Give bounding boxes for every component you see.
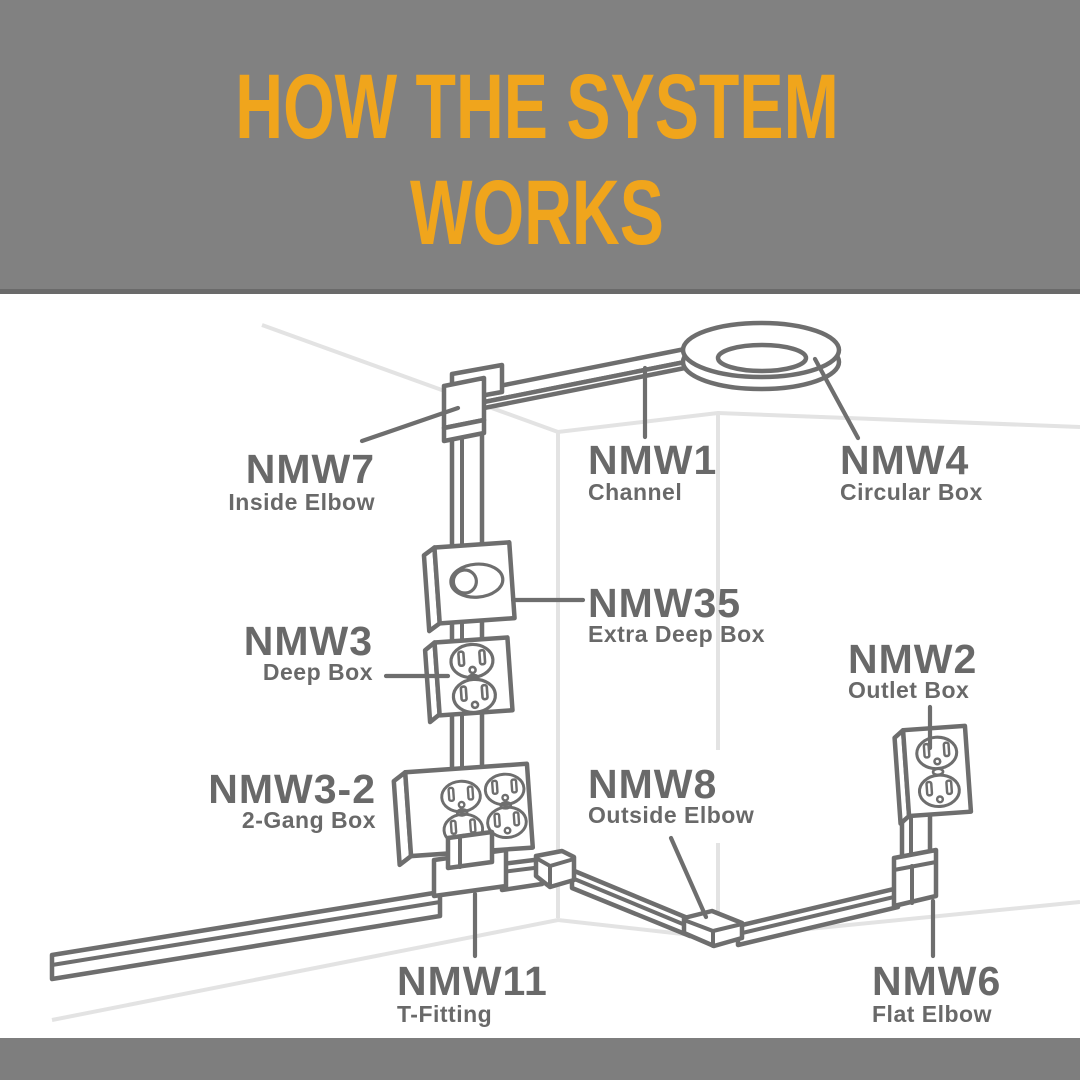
baseboard-corner-run-seam: [570, 876, 692, 929]
extra-deep-box-front: [432, 540, 517, 626]
label-nmw2-name: Outlet Box: [848, 677, 969, 703]
baseboard-right-seam: [736, 894, 900, 936]
inside-elbow: [441, 362, 505, 444]
leader-nmw8: [668, 835, 709, 920]
outside-elbow-body: [681, 908, 745, 949]
extra-deep-box: [421, 540, 517, 634]
label-nmw1-name: Channel: [588, 479, 682, 505]
receptacle-icon: [439, 778, 483, 815]
label-nmw2-code: NMW2: [848, 636, 977, 682]
flat-elbow-body: [891, 847, 939, 909]
t-fitting-stub: [445, 829, 495, 871]
receptacle-icon: [450, 676, 499, 716]
circular-box: [680, 320, 842, 392]
page-title-line2: WORKS: [410, 160, 664, 263]
receptacle-icon: [914, 734, 960, 772]
corner-fitting: [533, 848, 577, 890]
leader-lines: [359, 356, 936, 959]
receptacle-icon: [448, 641, 496, 681]
label-nmw6-name: Flat Elbow: [872, 1001, 992, 1027]
corner-fitting-body: [533, 848, 577, 890]
room-outline: [51, 323, 1080, 1022]
inside-elbow-cap: [441, 417, 487, 444]
outlet-box: [892, 723, 974, 826]
leader-nmw4: [812, 356, 861, 441]
label-nmw6-code: NMW6: [872, 958, 1001, 1004]
receptacle-icon: [482, 771, 527, 808]
label-nmw11-code: NMW11: [397, 958, 548, 1004]
label-nmw7-code: NMW7: [246, 446, 375, 492]
label-nmw11-name: T-Fitting: [397, 1001, 492, 1027]
flat-elbow: [891, 847, 939, 909]
control-knob-icon: [451, 568, 478, 595]
label-nmw35-code: NMW35: [588, 580, 741, 626]
label-nmw4-name: Circular Box: [840, 479, 983, 505]
label-nmw35-name: Extra Deep Box: [588, 621, 765, 647]
t-fitting: [431, 829, 509, 899]
deep-box: [422, 635, 515, 725]
baseboard-channel-left: [49, 889, 443, 982]
header-band: [0, 0, 1080, 289]
label-nmw3-code: NMW3: [244, 618, 373, 664]
outside-elbow: [681, 908, 745, 949]
label-nmw8-name: Outside Elbow: [588, 802, 754, 828]
ceiling-edge: [261, 323, 1080, 435]
control-oval-icon: [449, 562, 505, 599]
flat-elbow-seam-h: [892, 860, 938, 872]
label-nmw3-2-code: NMW3-2: [208, 766, 376, 812]
label-nmw4-code: NMW4: [840, 437, 969, 483]
label-nmw3-name: Deep Box: [263, 659, 373, 685]
circular-box-hub: [715, 342, 809, 374]
page-title-line1: HOW THE SYSTEM: [235, 54, 839, 157]
label-nmw1-code: NMW1: [588, 437, 717, 483]
label-nmw7-name: Inside Elbow: [228, 489, 375, 515]
floor-edge: [51, 900, 1080, 1022]
header-border: [0, 289, 1080, 294]
baseboard-left-seam: [50, 900, 442, 967]
label-nmw8-code: NMW8: [588, 761, 717, 807]
leader-nmw7: [359, 405, 461, 444]
part-labels: NMW7 Inside Elbow NMW1 Channel NMW4 Circ…: [208, 437, 1001, 1027]
receptacle-icon: [916, 772, 962, 810]
footer-band: [0, 1038, 1080, 1080]
label-nmw3-2-name: 2-Gang Box: [242, 807, 376, 833]
